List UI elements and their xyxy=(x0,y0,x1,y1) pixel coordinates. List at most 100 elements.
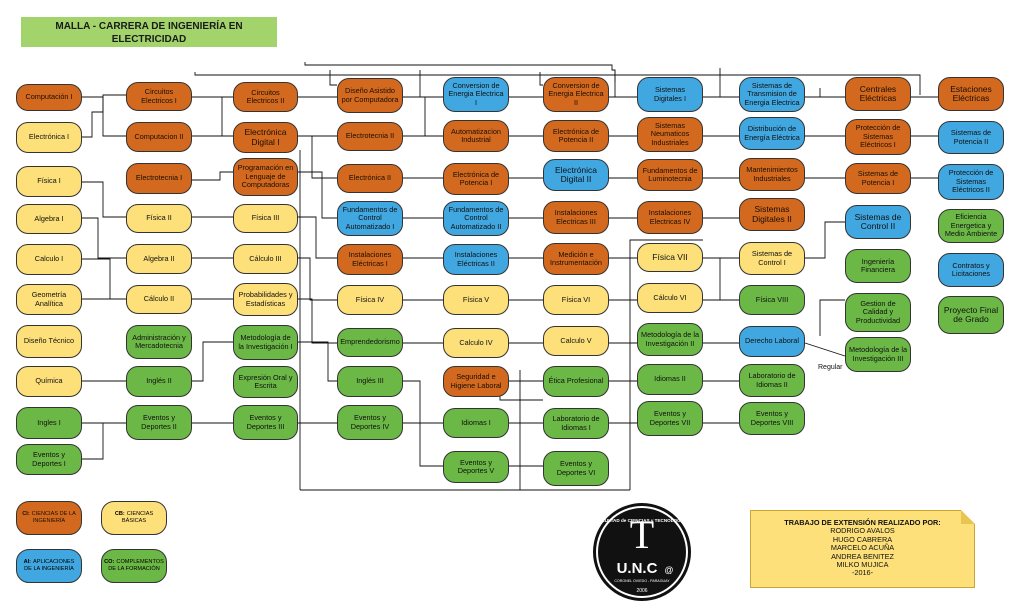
course-instalaciones-3: Instalaciones Electricas III xyxy=(543,201,609,234)
course-calculo-1: Calculo I xyxy=(16,244,82,275)
course-sistemas-potencia-1: Sistemas de Potencia I xyxy=(845,163,911,194)
course-calculo-2: Cálculo II xyxy=(126,285,192,314)
course-programacion: Programación en Lenguaje de Computadoras xyxy=(233,158,298,196)
course-eventos-5: Eventos y Deportes V xyxy=(443,451,509,483)
legend-ai: AI:APLICACIONES DE LA INGENIERÍA xyxy=(16,549,82,583)
course-sistemas-digitales-2: Sistemas Digitales II xyxy=(739,198,805,231)
credit-name: MARCELO ACUÑA xyxy=(830,543,895,553)
course-geometria-analitica: Geometría Analítica xyxy=(16,284,82,315)
course-sistemas-neumaticos: Sistemas Neumaticos Industriales xyxy=(637,117,703,152)
course-eventos-7: Eventos y Deportes VII xyxy=(637,401,703,436)
course-eventos-6: Eventos y Deportes VI xyxy=(543,451,609,486)
course-metodologia-1: Metodología de la Investigación I xyxy=(233,325,298,360)
logo-arc-text: FACULTAD de CIENCIAS y TECNOLOGÍAS xyxy=(596,516,689,523)
course-circuitos-1: Circuitos Electricos I xyxy=(126,82,192,111)
course-medicion-instrumentacion: Medición e Instrumentación xyxy=(543,243,609,275)
course-mantenimientos: Mantenimientos Industriales xyxy=(739,158,805,191)
course-proyecto-final: Proyecto Final de Grado xyxy=(938,296,1004,334)
course-electronica-potencia-2: Electrónica de Potencia II xyxy=(543,120,609,152)
course-diseno-tecnico: Diseño Técnico xyxy=(16,325,82,358)
legend-ci-text: CIENCIAS DE LA INGENIERÍA xyxy=(31,511,76,524)
course-estaciones-electricas: Estaciones Eléctricas xyxy=(938,77,1004,111)
course-quimica: Química xyxy=(16,366,82,397)
course-automatizacion-industrial: Automatizacion Industrial xyxy=(443,120,509,152)
course-computacion-1: Computación I xyxy=(16,84,82,111)
regular-label: Regular xyxy=(818,364,843,371)
course-diseno-asistido: Diseño Asistido por Computadora xyxy=(337,78,403,113)
course-eficiencia-energetica: Eficiencia Energetica y Medio Ambiente xyxy=(938,209,1004,243)
course-emprendedorismo: Emprendedorismo xyxy=(337,328,403,357)
credits-title: TRABAJO DE EXTENSIÓN REALIZADO POR: xyxy=(784,518,941,527)
course-calculo-6: Cálculo VI xyxy=(637,283,703,313)
course-ingles-1: Ingles I xyxy=(16,407,82,439)
course-proteccion-2: Protección de Sistemas Eléctricos II xyxy=(938,164,1004,200)
course-electronica-1: Electrónica I xyxy=(16,122,82,153)
course-admin-mercadotecnia: Administración y Mercadotecnia xyxy=(126,325,192,359)
course-calculo-4: Calculo IV xyxy=(443,328,509,358)
course-fund-luminotecnia: Fundamentos de Luminotecnia xyxy=(637,159,703,191)
course-fisica-7: Física VII xyxy=(637,243,703,272)
course-sistemas-control-1: Sistemas de Control I xyxy=(739,242,805,275)
course-computacion-2: Computacion II xyxy=(126,122,192,152)
credit-name: ANDREA BENITEZ xyxy=(831,551,894,561)
logo-year: 2006 xyxy=(636,588,647,594)
course-electronica-digital-1: Electrónica Digital I xyxy=(233,122,298,153)
course-conversion-1: Conversion de Energia Electrica I xyxy=(443,77,509,112)
course-electrotecnia-2: Electrotecnia II xyxy=(337,122,403,151)
course-ingles-3: Inglés III xyxy=(337,366,403,397)
logo-suffix: @ xyxy=(664,565,673,575)
legend-co-text: COMPLEMENTOS DE LA FORMACIÓN xyxy=(108,559,164,572)
course-fund-control-2: Fundamentos de Control Automatizado II xyxy=(443,201,509,236)
course-fund-control-1: Fundamentos de Control Automatizado I xyxy=(337,201,403,236)
course-circuitos-2: Circuitos Electricos II xyxy=(233,82,298,112)
course-contratos-licitaciones: Contratos y Licitaciones xyxy=(938,253,1004,287)
credits-note: TRABAJO DE EXTENSIÓN REALIZADO POR: RODR… xyxy=(750,510,975,588)
course-electronica-potencia-1: Electrónica de Potencia I xyxy=(443,163,509,195)
course-eventos-1: Eventos y Deportes I xyxy=(16,444,82,475)
legend-co-code: CO: xyxy=(104,559,115,565)
course-sistemas-control-2: Sistemas de Control II xyxy=(845,205,911,239)
course-algebra-2: Algebra II xyxy=(126,244,192,274)
course-eventos-3: Eventos y Deportes III xyxy=(233,405,298,440)
legend-cb-text: CIENCIAS BÁSICAS xyxy=(121,511,154,524)
course-centrales-electricas: Centrales Eléctricas xyxy=(845,77,911,111)
legend-ai-text: APLICACIONES DE LA INGENIERÍA xyxy=(24,559,75,572)
course-expresion-oral: Expresión Oral y Escrita xyxy=(233,366,298,398)
legend-ai-code: AI: xyxy=(23,559,32,565)
course-electronica-2: Electrónica II xyxy=(337,164,403,193)
course-probabilidades: Probabilidades y Estadísticas xyxy=(233,283,298,316)
course-eventos-2: Eventos y Deportes II xyxy=(126,405,192,440)
course-sistemas-transmision: Sistemas de Transmision de Energia Elect… xyxy=(739,77,805,112)
course-lab-idiomas-2: Laboratorio de Idiomas II xyxy=(739,364,805,397)
logo-sub: CORONEL OVIEDO - PARAGUAY xyxy=(614,579,670,583)
course-derecho-laboral: Derecho Laboral xyxy=(739,326,805,357)
course-instalaciones-1: Instalaciones Eléctricas I xyxy=(337,244,403,275)
credit-name: MILKO MUJICA xyxy=(836,560,889,570)
title-line-2: ELECTRICIDAD xyxy=(111,34,187,45)
logo-letter: T xyxy=(630,512,654,557)
note-fold xyxy=(961,510,975,524)
course-calculo-5: Calculo V xyxy=(543,326,609,356)
page-title: MALLA - CARRERA DE INGENIERÍA EN ELECTRI… xyxy=(21,17,277,47)
course-instalaciones-4: Instalaciones Electricas IV xyxy=(637,201,703,234)
course-conversion-2: Conversion de Energia Electrica II xyxy=(543,77,609,112)
course-proteccion-1: Protección de Sistemas Eléctricos I xyxy=(845,119,911,155)
course-fisica-2: Física II xyxy=(126,204,192,233)
credit-name: RODRIGO AVALOS xyxy=(830,526,895,536)
title-line-1: MALLA - CARRERA DE INGENIERÍA EN xyxy=(55,21,243,32)
credits-year: -2016- xyxy=(851,568,874,578)
legend-cb: CB:CIENCIAS BÁSICAS xyxy=(101,501,167,535)
course-sistemas-potencia-2: Sistemas de Potencia II xyxy=(938,121,1004,154)
course-eventos-4: Eventos y Deportes IV xyxy=(337,405,403,440)
course-gestion-calidad: Gestion de Calidad y Productividad xyxy=(845,293,911,332)
legend-cb-code: CB: xyxy=(114,511,125,517)
unc-logo: T FACULTAD de CIENCIAS y TECNOLOGÍAS U.N… xyxy=(593,503,691,601)
course-fisica-3: Física III xyxy=(233,204,298,233)
course-calculo-3: Cálculo III xyxy=(233,244,298,274)
legend-co: CO:COMPLEMENTOS DE LA FORMACIÓN xyxy=(101,549,167,583)
course-metodologia-3: Metodología de la Investigación III xyxy=(845,337,911,372)
course-eventos-8: Eventos y Deportes VIII xyxy=(739,402,805,435)
course-idiomas-2: Idiomas II xyxy=(637,364,703,395)
course-fisica-4: Física IV xyxy=(337,285,403,315)
